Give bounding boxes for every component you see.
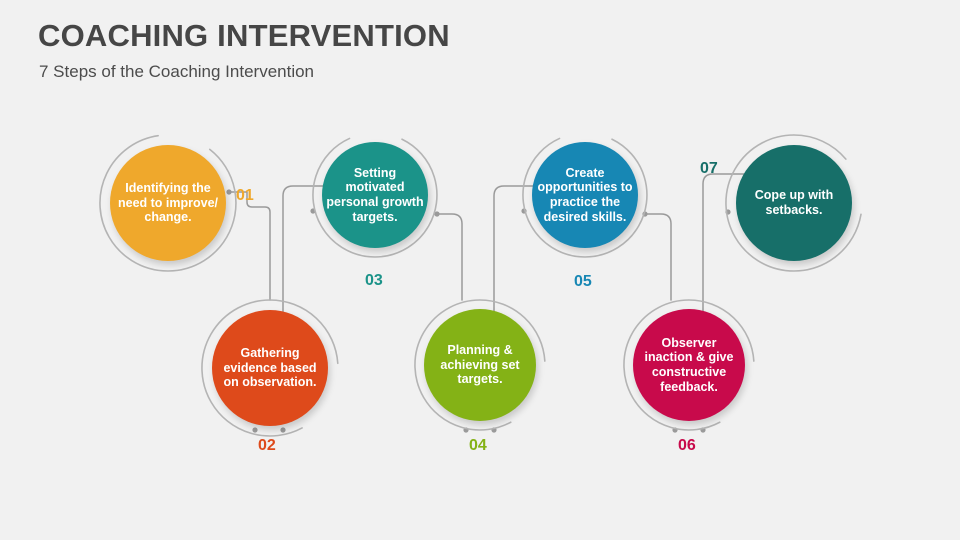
step-number-05: 05: [574, 273, 592, 290]
step-number-07: 07: [700, 160, 718, 177]
step-bubble-05[interactable]: Create opportunities to practice the des…: [532, 142, 638, 248]
step-number-04: 04: [469, 437, 487, 454]
step-node-04[interactable]: Planning & achieving set targets.: [413, 298, 547, 432]
step-text-05: Create opportunities to practice the des…: [537, 165, 633, 224]
step-text-02: Gathering evidence based on observation.: [223, 345, 317, 390]
step-text-04: Planning & achieving set targets.: [440, 342, 520, 387]
step-bubble-04[interactable]: Planning & achieving set targets.: [424, 309, 536, 421]
step-text-01: Identifying the need to improve/ change.: [117, 180, 219, 225]
step-number-02: 02: [258, 437, 276, 454]
step-node-02[interactable]: Gathering evidence based on observation.: [200, 298, 340, 438]
step-bubble-03[interactable]: Setting motivated personal growth target…: [322, 142, 428, 248]
step-node-06[interactable]: Observer inaction & give constructive fe…: [622, 298, 756, 432]
step-ring-03: [312, 132, 438, 258]
step-ring-05: [522, 132, 648, 258]
step-node-03[interactable]: Setting motivated personal growth target…: [311, 131, 439, 259]
step-bubble-06[interactable]: Observer inaction & give constructive fe…: [633, 309, 745, 421]
step-node-05[interactable]: Create opportunities to practice the des…: [521, 131, 649, 259]
step-node-07[interactable]: Cope up with setbacks.: [724, 133, 864, 273]
step-ring-01: [99, 134, 237, 272]
step-bubble-01[interactable]: Identifying the need to improve/ change.: [110, 145, 226, 261]
step-number-03: 03: [365, 272, 383, 289]
page-title: COACHING INTERVENTION: [38, 18, 450, 53]
page-subtitle: 7 Steps of the Coaching Intervention: [39, 62, 315, 81]
step-ring-04: [414, 299, 546, 431]
step-ring-06: [623, 299, 755, 431]
step-text-06: Observer inaction & give constructive fe…: [644, 335, 734, 394]
step-node-01[interactable]: Identifying the need to improve/ change.: [98, 133, 238, 273]
step-ring-07: [725, 134, 863, 272]
step-text-07: Cope up with setbacks.: [754, 188, 834, 217]
step-bubble-07[interactable]: Cope up with setbacks.: [736, 145, 852, 261]
step-ring-02: [201, 299, 339, 437]
step-number-06: 06: [678, 437, 696, 454]
step-text-03: Setting motivated personal growth target…: [326, 165, 424, 224]
step-number-01: 01: [236, 187, 254, 204]
step-bubble-02[interactable]: Gathering evidence based on observation.: [212, 310, 328, 426]
